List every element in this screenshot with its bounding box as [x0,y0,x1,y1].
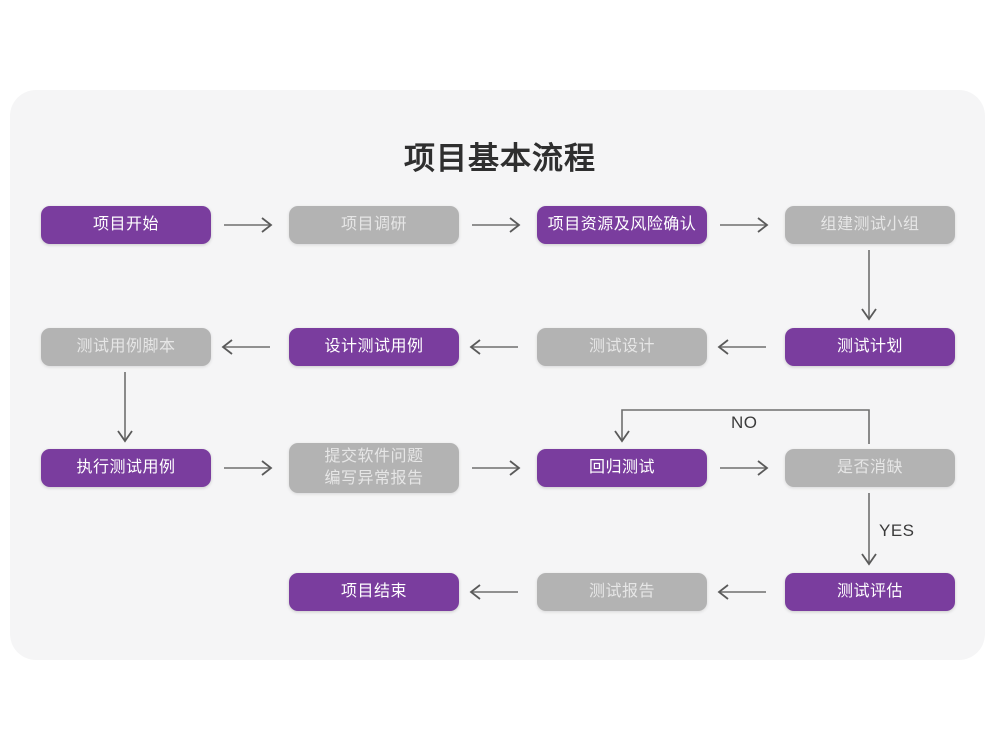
flow-node-label: 执行测试用例 [76,459,176,477]
flow-node-label: 组建测试小组 [820,216,920,234]
flow-node-regression-test[interactable]: 回归测试 [537,449,707,487]
flow-node-label: 是否消缺 [836,459,903,477]
flow-node-defects-resolved[interactable]: 是否消缺 [785,449,955,487]
flow-node-design-test-cases[interactable]: 设计测试用例 [289,328,459,366]
flow-node-resource-risk-confirm[interactable]: 项目资源及风险确认 [537,206,707,244]
edge-label-yes: YES [879,521,915,540]
flow-node-label: 回归测试 [588,459,655,477]
flow-node-test-report[interactable]: 测试报告 [537,573,707,611]
flow-node-test-case-script[interactable]: 测试用例脚本 [41,328,211,366]
flow-node-label-line2: 编写异常报告 [324,470,424,487]
flow-node-project-end[interactable]: 项目结束 [289,573,459,611]
flow-node-label: 测试用例脚本 [76,338,176,356]
flow-node-label: 测试计划 [836,338,903,356]
flow-node-label: 项目开始 [92,216,159,234]
flow-node-label: 设计测试用例 [324,338,424,356]
page-title: 项目基本流程 [404,141,596,176]
flow-node-label: 项目资源及风险确认 [547,216,697,234]
flow-node-test-evaluation[interactable]: 测试评估 [785,573,955,611]
flow-node-form-test-team[interactable]: 组建测试小组 [785,206,955,244]
flow-node-test-design[interactable]: 测试设计 [537,328,707,366]
flow-node-label: 项目调研 [340,216,407,234]
flow-node-project-research[interactable]: 项目调研 [289,206,459,244]
flow-node-label: 测试报告 [588,583,655,601]
flow-node-label: 测试评估 [836,583,903,601]
flow-node-label: 项目结束 [340,583,407,601]
flow-node-test-plan[interactable]: 测试计划 [785,328,955,366]
edge-label-no: NO [731,413,758,432]
flowchart-panel [10,90,985,660]
flow-node-label: 测试设计 [588,338,655,356]
flow-node-execute-test-cases[interactable]: 执行测试用例 [41,449,211,487]
flow-node-submit-issues-report[interactable]: 提交软件问题 编写异常报告 [289,443,459,493]
flow-node-label-line1: 提交软件问题 [324,448,424,466]
flow-node-project-start[interactable]: 项目开始 [41,206,211,244]
